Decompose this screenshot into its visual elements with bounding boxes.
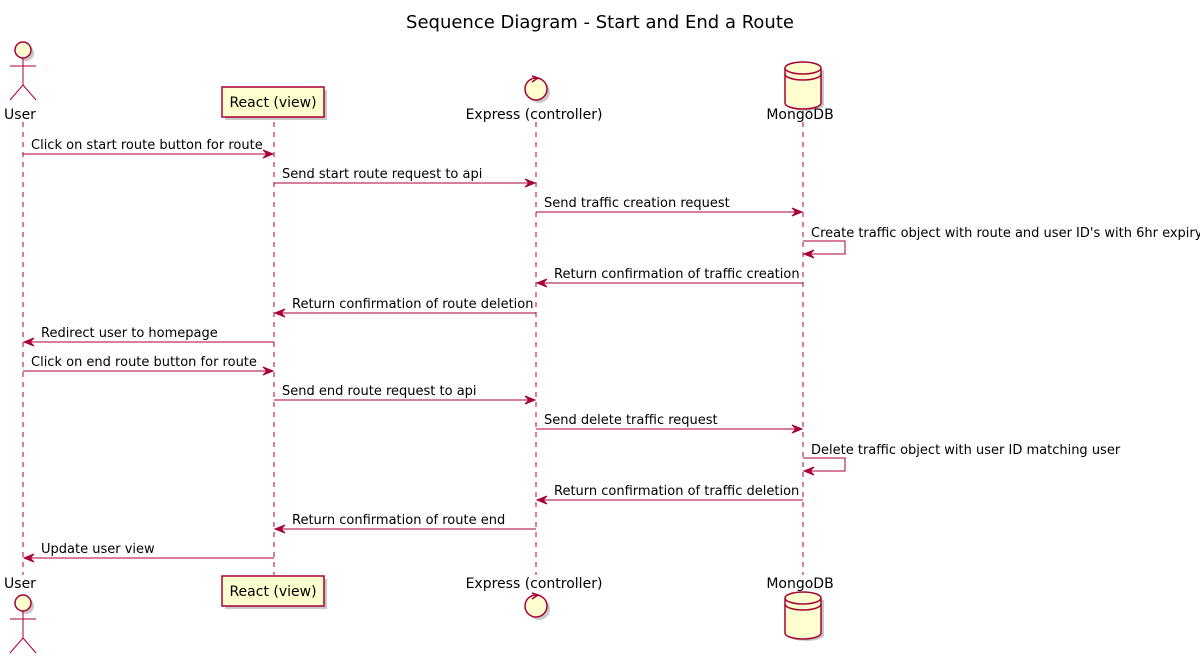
arrowhead [273,524,286,534]
message-arrow [803,240,846,255]
message-label: Return confirmation of traffic creation [554,267,800,282]
arrowhead [535,495,548,505]
control-icon [524,592,550,620]
participant-express-top: Express (controller) [466,75,603,123]
participant-label-react: React (view) [229,95,316,111]
actor-user-top: User [4,41,37,123]
arrowhead [535,278,548,288]
arrowhead [262,149,275,159]
database-icon [784,61,824,111]
participant-box [221,575,325,607]
participant-label-express-bottom: Express (controller) [466,576,603,592]
message-label: Send traffic creation request [544,196,730,211]
database-icon [784,591,824,641]
participant-label-mongo: MongoDB [766,107,833,123]
message: Return confirmation of traffic creation [535,267,803,288]
participant-mongo-bottom: MongoDB [766,576,834,641]
message-label: Return confirmation of traffic deletion [554,484,799,499]
arrowhead [791,424,804,434]
message: Return confirmation of route deletion [273,297,536,318]
message: Update user view [22,542,274,563]
participant-label-user-bottom: User [4,576,36,592]
message: Delete traffic object with user ID match… [802,443,1121,476]
arrowhead [791,207,804,217]
message: Redirect user to homepage [22,326,274,347]
message: Send end route request to api [274,384,537,405]
diagram-title: Sequence Diagram - Start and End a Route [406,12,794,33]
actor-icon [9,594,37,654]
message-label: Return confirmation of route deletion [292,297,533,312]
message-label: Create traffic object with route and use… [811,226,1200,241]
message-label: Redirect user to homepage [41,326,218,341]
message-label: Click on start route button for route [31,138,263,153]
message: Send traffic creation request [536,196,804,217]
message: Send start route request to api [274,167,537,188]
arrowhead [802,466,815,476]
actor-user-bottom: User [4,576,37,654]
control-icon [524,75,550,103]
arrowhead [22,337,35,347]
arrowhead [22,553,35,563]
participant-label-user: User [4,107,36,123]
message-label: Send end route request to api [282,384,477,399]
arrowhead [262,366,275,376]
message-label: Click on end route button for route [31,355,257,370]
arrowhead [524,178,537,188]
arrowhead [273,308,286,318]
participant-box [221,86,325,118]
participant-mongo-top: MongoDB [766,61,834,123]
messages-group: Click on start route button for routeSen… [22,138,1200,563]
participant-label-mongo-bottom: MongoDB [766,576,833,592]
message-arrow [803,457,846,472]
message-label: Delete traffic object with user ID match… [811,443,1121,458]
participant-react-bottom: React (view) [221,575,327,609]
message-label: Update user view [41,542,155,557]
message-label: Return confirmation of route end [292,513,505,528]
arrowhead [524,395,537,405]
message: Send delete traffic request [536,413,804,434]
participant-label-react-bottom: React (view) [229,584,316,600]
message-label: Send start route request to api [282,167,482,182]
participant-express-bottom: Express (controller) [466,576,603,620]
message: Return confirmation of route end [273,513,536,534]
participant-label-express: Express (controller) [466,107,603,123]
message: Return confirmation of traffic deletion [535,484,803,505]
message-label: Send delete traffic request [544,413,718,428]
arrowhead [802,249,815,259]
message: Click on start route button for route [23,138,275,159]
participant-react-top: React (view) [221,86,327,120]
actor-icon [9,41,37,101]
message: Click on end route button for route [23,355,275,376]
message: Create traffic object with route and use… [802,226,1200,259]
